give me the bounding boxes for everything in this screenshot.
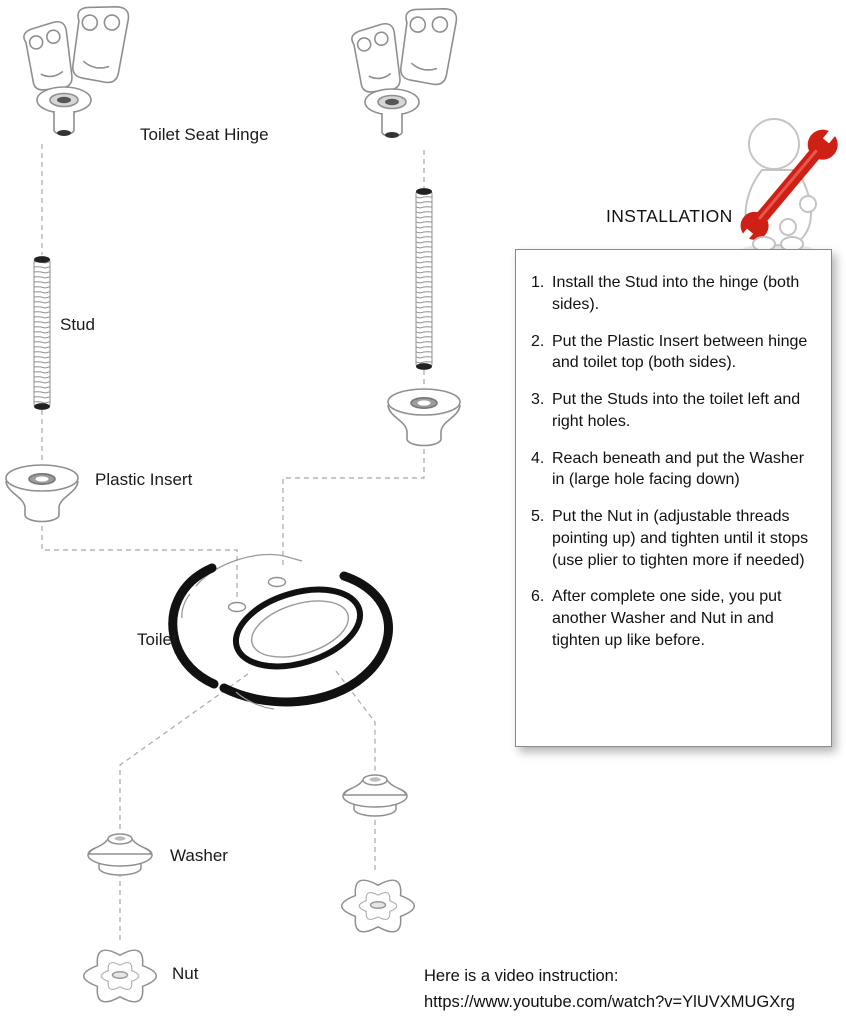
mascot-hand-upper [799,195,817,213]
stud-drawing-left [33,256,51,410]
stud-label: Stud [60,315,95,334]
step-text: Install the Stud into the hinge (both si… [552,274,800,313]
installation-step-1: 1. Install the Stud into the hinge (both… [531,272,818,316]
washer-label: Washer [170,846,228,865]
installation-step-6: 6. After complete one side, you put anot… [531,586,818,651]
mascot-illustration [736,118,840,256]
plastic-insert-drawing-right [387,388,461,447]
plastic-insert-label: Plastic Insert [95,470,193,489]
nut-drawing-right [340,879,416,933]
installation-step-2: 2. Put the Plastic Insert between hinge … [531,331,818,375]
step-number: 4. [531,449,545,467]
toilet-seat-hinge-drawing-right [349,4,459,139]
installation-title: INSTALLATION [606,206,733,226]
mascot-head [748,118,800,170]
nut-label: Nut [172,964,199,983]
toilet-label: Toilet [137,630,177,649]
video-url: https://www.youtube.com/watch?v=YlUVXMUG… [424,992,795,1011]
toilet-drawing [168,553,393,710]
assembly-guide-lines [41,144,425,941]
plastic-insert-drawing-left [5,464,79,523]
step-number: 6. [531,588,545,606]
installation-step-4: 4. Reach beneath and put the Washer in (… [531,448,818,492]
step-number: 1. [531,274,545,291]
installation-step-5: 5. Put the Nut in (adjustable threads po… [531,506,818,571]
step-text: Reach beneath and put the Washer in (lar… [552,449,805,489]
step-number: 2. [531,332,545,350]
washer-drawing-left [87,833,153,876]
step-text: After complete one side, you put another… [552,588,782,649]
stud-drawing-right [415,188,433,370]
installation-panel: 1. Install the Stud into the hinge (both… [515,249,832,747]
video-instruction-text: Here is a video instruction: [424,967,619,985]
toilet-seat-hinge-drawing-left [21,2,131,137]
installation-step-3: 3. Put the Studs into the toilet left an… [531,389,818,433]
nut-drawing-left [82,949,158,1003]
step-number: 3. [531,391,545,408]
step-number: 5. [531,508,545,525]
red-wrench-icon [736,125,840,247]
step-text: Put the Plastic Insert between hinge and… [552,332,808,372]
mascot-hand-lower [779,218,797,236]
step-text: Put the Studs into the toilet left and r… [552,391,801,430]
toilet-seat-hinge-label: Toilet Seat Hinge [140,125,269,144]
step-text: Put the Nut in (adjustable threads point… [552,508,809,569]
washer-drawing-right [342,774,408,817]
video-instruction: Here is a video instruction: https://www… [424,964,795,1015]
